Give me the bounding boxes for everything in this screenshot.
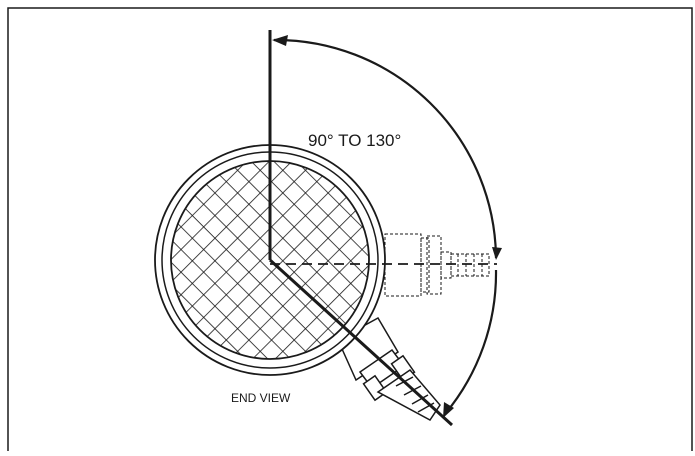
arrowhead-bottom [443, 402, 454, 418]
angle-label: 90° TO 130° [308, 131, 401, 150]
fitting-dashed [384, 233, 490, 297]
angle-arc-upper [273, 38, 498, 259]
angle-arc-lower [444, 269, 498, 415]
arrowhead-top [272, 35, 288, 46]
arrowhead-middle [492, 247, 502, 260]
view-label: END VIEW [231, 391, 291, 405]
rotated-reference-line [268, 258, 454, 427]
border-frame [7, 7, 693, 456]
